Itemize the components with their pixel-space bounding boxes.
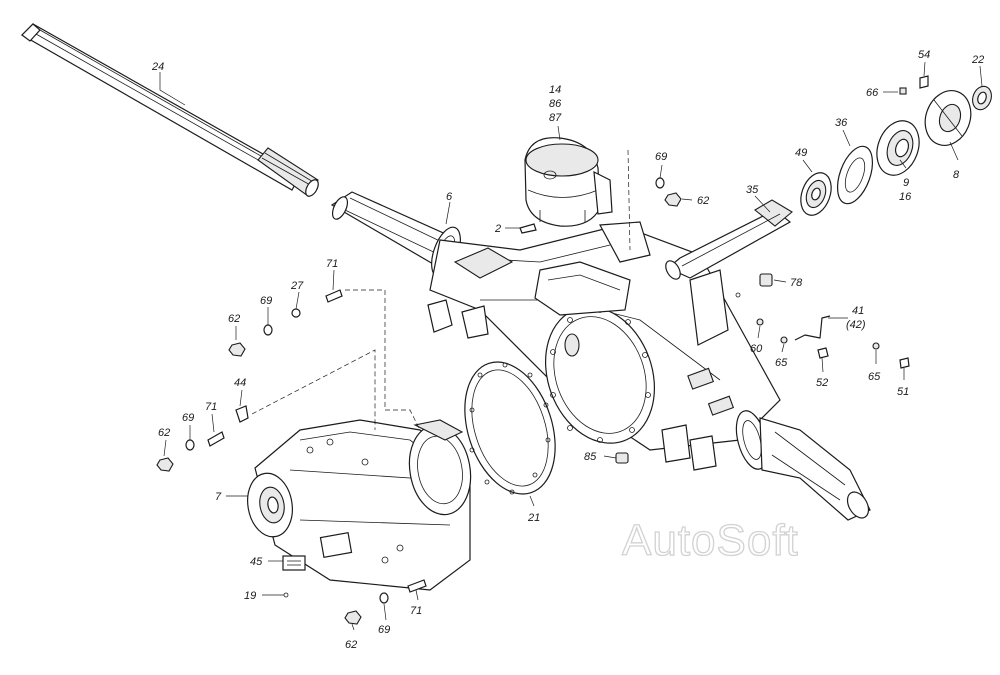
plate-45 [282, 555, 306, 571]
callout-8: 8 [953, 169, 960, 181]
callout-62: 62 [345, 639, 357, 651]
callout-49: 49 [795, 147, 807, 159]
callout-24: 24 [151, 61, 164, 73]
gasket-36 [836, 145, 874, 205]
axle-shaft-24 [21, 23, 319, 197]
hub-9 [876, 120, 920, 176]
flange-8 [924, 90, 972, 146]
callout-6: 6 [446, 191, 453, 203]
callout-87: 87 [549, 112, 562, 124]
callout-65: 65 [868, 371, 881, 383]
callout-42: (42) [846, 319, 866, 331]
assembly-line [345, 289, 421, 431]
callout-60: 60 [750, 343, 763, 355]
callout-41: 41 [852, 305, 864, 317]
axle-housing [330, 191, 871, 521]
callout-62: 62 [697, 195, 709, 207]
small-parts [156, 75, 929, 625]
gasket-21 [464, 361, 556, 495]
callout-66: 66 [866, 87, 879, 99]
callout-44: 44 [234, 377, 246, 389]
callout-9: 9 [903, 177, 909, 189]
leader-lines [159, 61, 983, 631]
differential-carrier-7 [247, 419, 472, 591]
shaft-35 [665, 199, 793, 280]
callout-69: 69 [260, 295, 272, 307]
nut-22 [972, 85, 992, 111]
callout-labels: 24 14 86 87 69 62 6 2 35 49 36 66 54 22 … [151, 49, 984, 651]
callout-21: 21 [527, 512, 540, 524]
callout-52: 52 [816, 377, 828, 389]
assembly-line [627, 149, 631, 251]
callout-16: 16 [899, 191, 912, 203]
callout-36: 36 [835, 117, 848, 129]
callout-54: 54 [918, 49, 930, 61]
callout-14: 14 [549, 84, 561, 96]
callout-71: 71 [326, 258, 338, 270]
assembly-line [251, 349, 376, 430]
callout-7: 7 [215, 491, 222, 503]
watermark-text: AutoSoft [622, 516, 799, 565]
bearing-49 [800, 172, 832, 216]
callout-27: 27 [290, 280, 304, 292]
callout-22: 22 [971, 54, 984, 66]
callout-71: 71 [205, 401, 217, 413]
callout-69: 69 [378, 624, 390, 636]
callout-69: 69 [655, 151, 667, 163]
callout-69: 69 [182, 412, 194, 424]
callout-45: 45 [250, 556, 263, 568]
callout-62: 62 [158, 427, 170, 439]
callout-78: 78 [790, 277, 803, 289]
callout-35: 35 [746, 184, 759, 196]
callout-71: 71 [410, 605, 422, 617]
callout-51: 51 [897, 386, 909, 398]
brake-chamber-14 [524, 137, 613, 227]
callout-62: 62 [228, 313, 240, 325]
callout-19: 19 [244, 590, 256, 602]
callout-2: 2 [494, 223, 501, 235]
callout-65: 65 [775, 357, 788, 369]
callout-86: 86 [549, 98, 562, 110]
callout-85: 85 [584, 451, 597, 463]
